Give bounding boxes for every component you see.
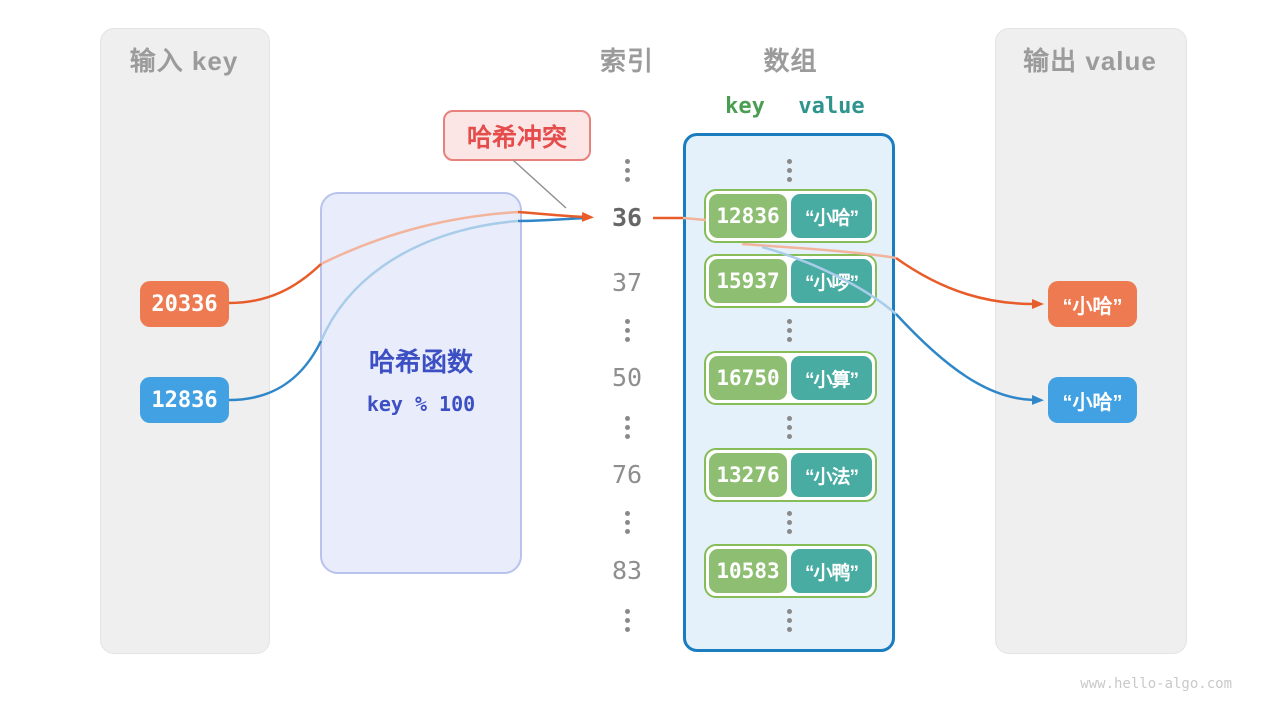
index-column-title: 索引 xyxy=(599,46,654,76)
array-key-cell: 13276 xyxy=(709,453,787,497)
index-50: 50 xyxy=(611,363,643,392)
hash-function-box: 哈希函数 key % 100 xyxy=(320,192,522,574)
vertical-ellipsis xyxy=(759,312,819,348)
array-row: 13276 “小法” xyxy=(704,448,877,502)
hash-collision-label: 哈希冲突 xyxy=(443,110,591,161)
array-value-cell: “小算” xyxy=(791,356,872,400)
array-value-cell: “小哈” xyxy=(791,194,872,238)
array-row: 16750 “小算” xyxy=(704,351,877,405)
array-panel-title: 数组 xyxy=(763,46,818,76)
input-key-panel xyxy=(100,28,270,654)
index-36: 36 xyxy=(611,203,643,232)
vertical-ellipsis xyxy=(597,152,657,188)
key-column-header: key xyxy=(725,94,765,119)
collision-pointer-line xyxy=(512,159,567,209)
array-key-cell: 10583 xyxy=(709,549,787,593)
index-83: 83 xyxy=(611,556,643,585)
array-row: 12836 “小哈” xyxy=(704,189,877,243)
array-value-cell: “小法” xyxy=(791,453,872,497)
input-panel-title: 输入 key xyxy=(129,46,239,76)
vertical-ellipsis xyxy=(597,312,657,348)
output-value-panel xyxy=(995,28,1187,654)
arrow-hash-to-index36-orange xyxy=(517,210,594,222)
hash-function-title: 哈希函数 xyxy=(368,347,473,377)
array-value-cell: “小啰” xyxy=(791,259,872,303)
array-key-cell: 12836 xyxy=(709,194,787,238)
hash-function-formula: key % 100 xyxy=(366,392,476,416)
value-column-header: value xyxy=(798,94,865,119)
vertical-ellipsis xyxy=(597,409,657,445)
vertical-ellipsis xyxy=(759,602,819,638)
array-value-cell: “小鸭” xyxy=(791,549,872,593)
watermark: www.hello-algo.com xyxy=(1080,676,1232,692)
output-value-orange: “小哈” xyxy=(1048,281,1137,327)
array-row: 10583 “小鸭” xyxy=(704,544,877,598)
output-panel-title: 输出 value xyxy=(1023,46,1157,76)
index-37: 37 xyxy=(611,268,643,297)
vertical-ellipsis xyxy=(759,504,819,540)
vertical-ellipsis xyxy=(597,504,657,540)
array-key-cell: 16750 xyxy=(709,356,787,400)
array-row: 15937 “小啰” xyxy=(704,254,877,308)
vertical-ellipsis xyxy=(597,602,657,638)
vertical-ellipsis xyxy=(759,409,819,445)
array-key-cell: 15937 xyxy=(709,259,787,303)
output-value-blue: “小哈” xyxy=(1048,377,1137,423)
index-76: 76 xyxy=(611,460,643,489)
input-key-20336: 20336 xyxy=(140,281,229,327)
input-key-12836: 12836 xyxy=(140,377,229,423)
arrow-hash-to-index36-blue xyxy=(517,216,587,223)
vertical-ellipsis xyxy=(759,152,819,188)
array-column-headers: key value xyxy=(704,94,877,119)
